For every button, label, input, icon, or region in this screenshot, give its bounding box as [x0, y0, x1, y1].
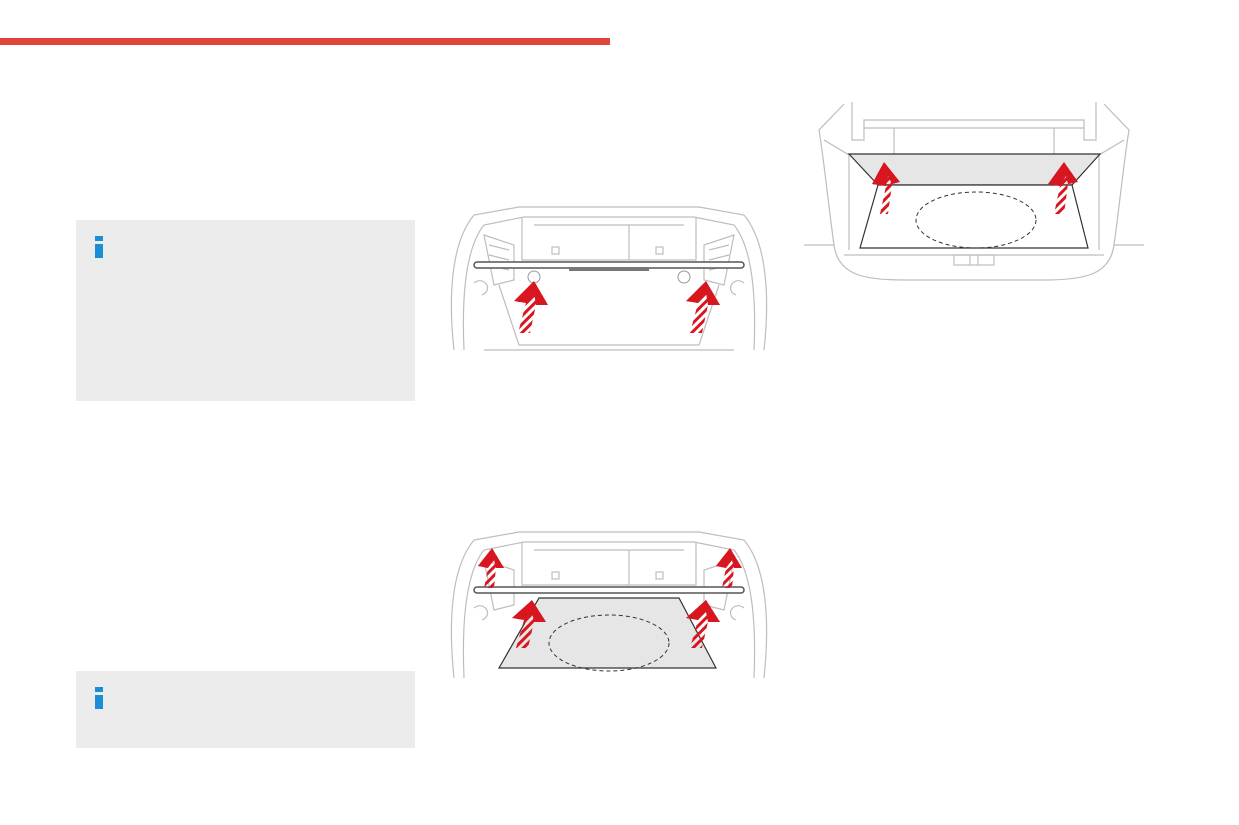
lift-arrow-right [1048, 162, 1078, 214]
lift-arrow-rear-left [478, 548, 504, 588]
lift-arrow-right [686, 281, 720, 333]
info-icon [94, 236, 104, 258]
illustration-boot-floor [444, 530, 774, 680]
lift-arrow-front-right [686, 600, 720, 648]
info-icon [94, 687, 104, 709]
lift-arrow-left [872, 162, 900, 214]
lift-arrow-front-left [512, 600, 546, 648]
illustration-tailgate-floor [804, 100, 1144, 285]
info-box-2 [76, 671, 415, 748]
lift-arrow-rear-right [716, 548, 742, 588]
lift-arrow-left [514, 281, 548, 333]
info-box-1 [76, 220, 415, 401]
illustration-boot-shelf [444, 205, 774, 355]
header-accent-bar [0, 38, 610, 45]
